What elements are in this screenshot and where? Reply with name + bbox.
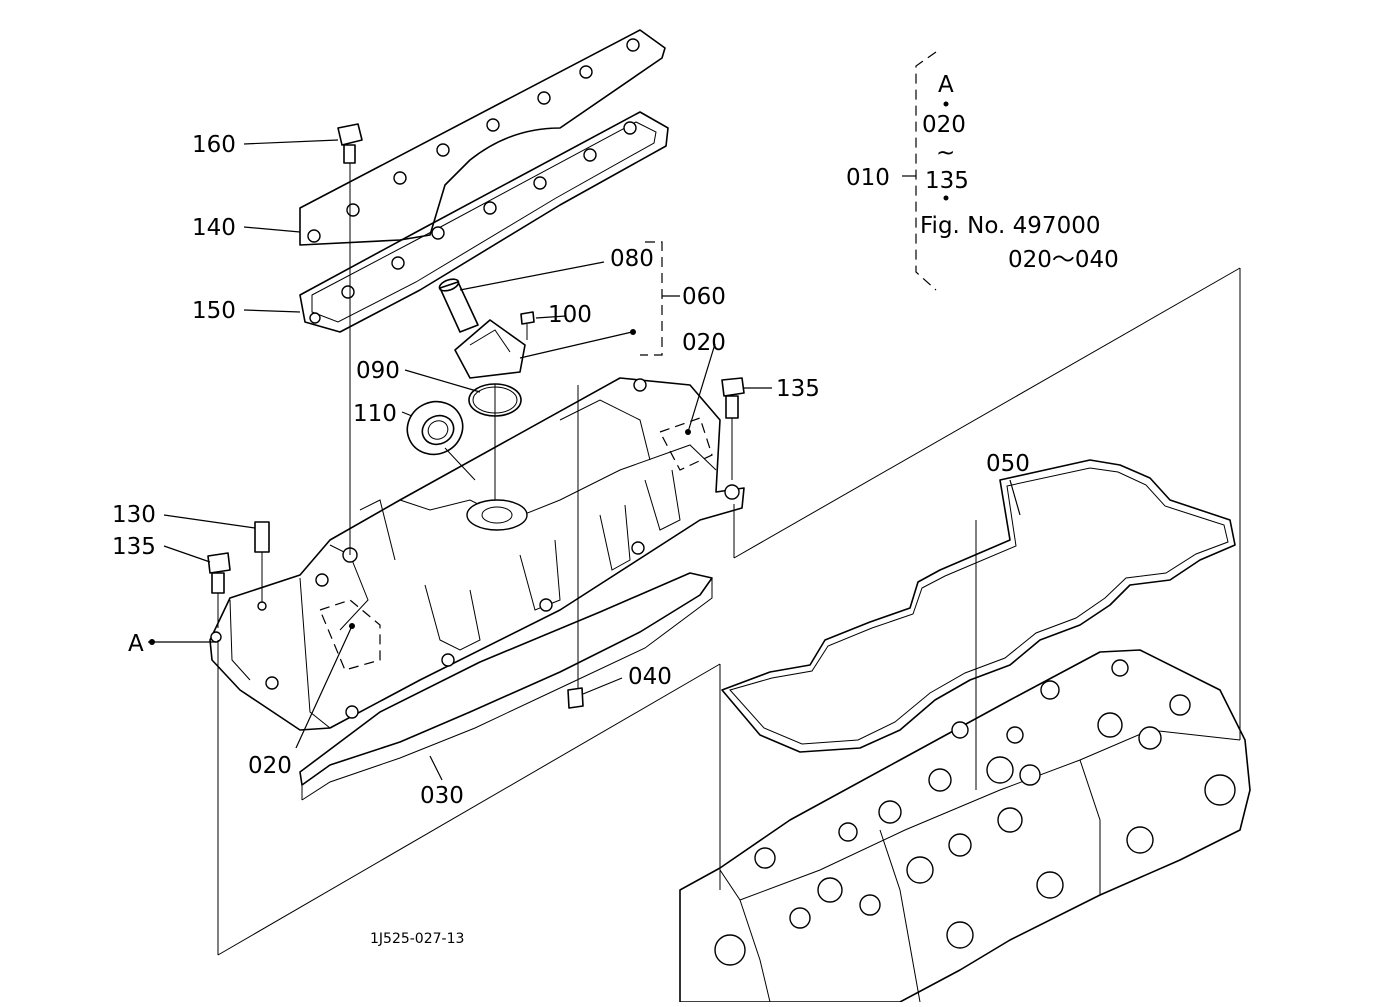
bolt-160 — [337, 123, 363, 205]
bolt-135-right — [721, 377, 745, 480]
gasket-030 — [299, 572, 713, 801]
leader-lines — [148, 139, 1021, 781]
label-080: 080 — [610, 246, 654, 272]
pin-130 — [254, 521, 270, 605]
alignment-lines — [217, 205, 1241, 956]
screw-100 — [520, 311, 535, 340]
label-090: 090 — [356, 358, 400, 384]
label-135-left: 135 — [112, 534, 156, 560]
callouts: 160 140 150 080 060 100 020 090 110 135 … — [112, 132, 1030, 809]
label-130: 130 — [112, 502, 156, 528]
cylinder-head — [679, 649, 1251, 1003]
label-060: 060 — [682, 284, 726, 310]
gasket-050 — [721, 459, 1236, 753]
label-020-bottom: 020 — [248, 753, 292, 779]
note-fig: Fig. No. 497000 — [920, 213, 1100, 239]
drain-plug-040 — [567, 687, 584, 709]
label-020-top: 020 — [682, 330, 726, 356]
breather-cover-060 — [454, 319, 526, 379]
label-050: 050 — [986, 451, 1030, 477]
label-030: 030 — [420, 783, 464, 809]
note-range: 020～040 — [1008, 247, 1119, 273]
label-135-right: 135 — [776, 376, 820, 402]
label-A: A — [128, 631, 144, 657]
gasket-150 — [299, 111, 669, 333]
leader-dots — [149, 329, 691, 645]
label-010: 010 — [846, 165, 890, 191]
label-140: 140 — [192, 215, 236, 241]
label-110: 110 — [353, 401, 397, 427]
bracket-plate-140 — [299, 29, 666, 246]
label-160: 160 — [192, 132, 236, 158]
note-from: 020 — [922, 112, 966, 138]
bolt-135-left — [207, 552, 231, 628]
note-A: A — [938, 72, 954, 98]
assembly-note: 010 A 020 ~ 135 Fig. No. 497000 020～040 — [846, 72, 1119, 273]
figure-id: 1J525-027-13 — [370, 931, 464, 947]
breather-hose-080 — [438, 278, 479, 333]
oil-seal-110 — [406, 400, 464, 456]
label-150: 150 — [192, 298, 236, 324]
group-bracket-060 — [640, 241, 663, 356]
label-100: 100 — [548, 302, 592, 328]
assembly-bracket-010 — [915, 51, 937, 291]
label-040: 040 — [628, 664, 672, 690]
note-to: 135 — [925, 168, 969, 194]
note-tilde: ~ — [936, 140, 955, 166]
